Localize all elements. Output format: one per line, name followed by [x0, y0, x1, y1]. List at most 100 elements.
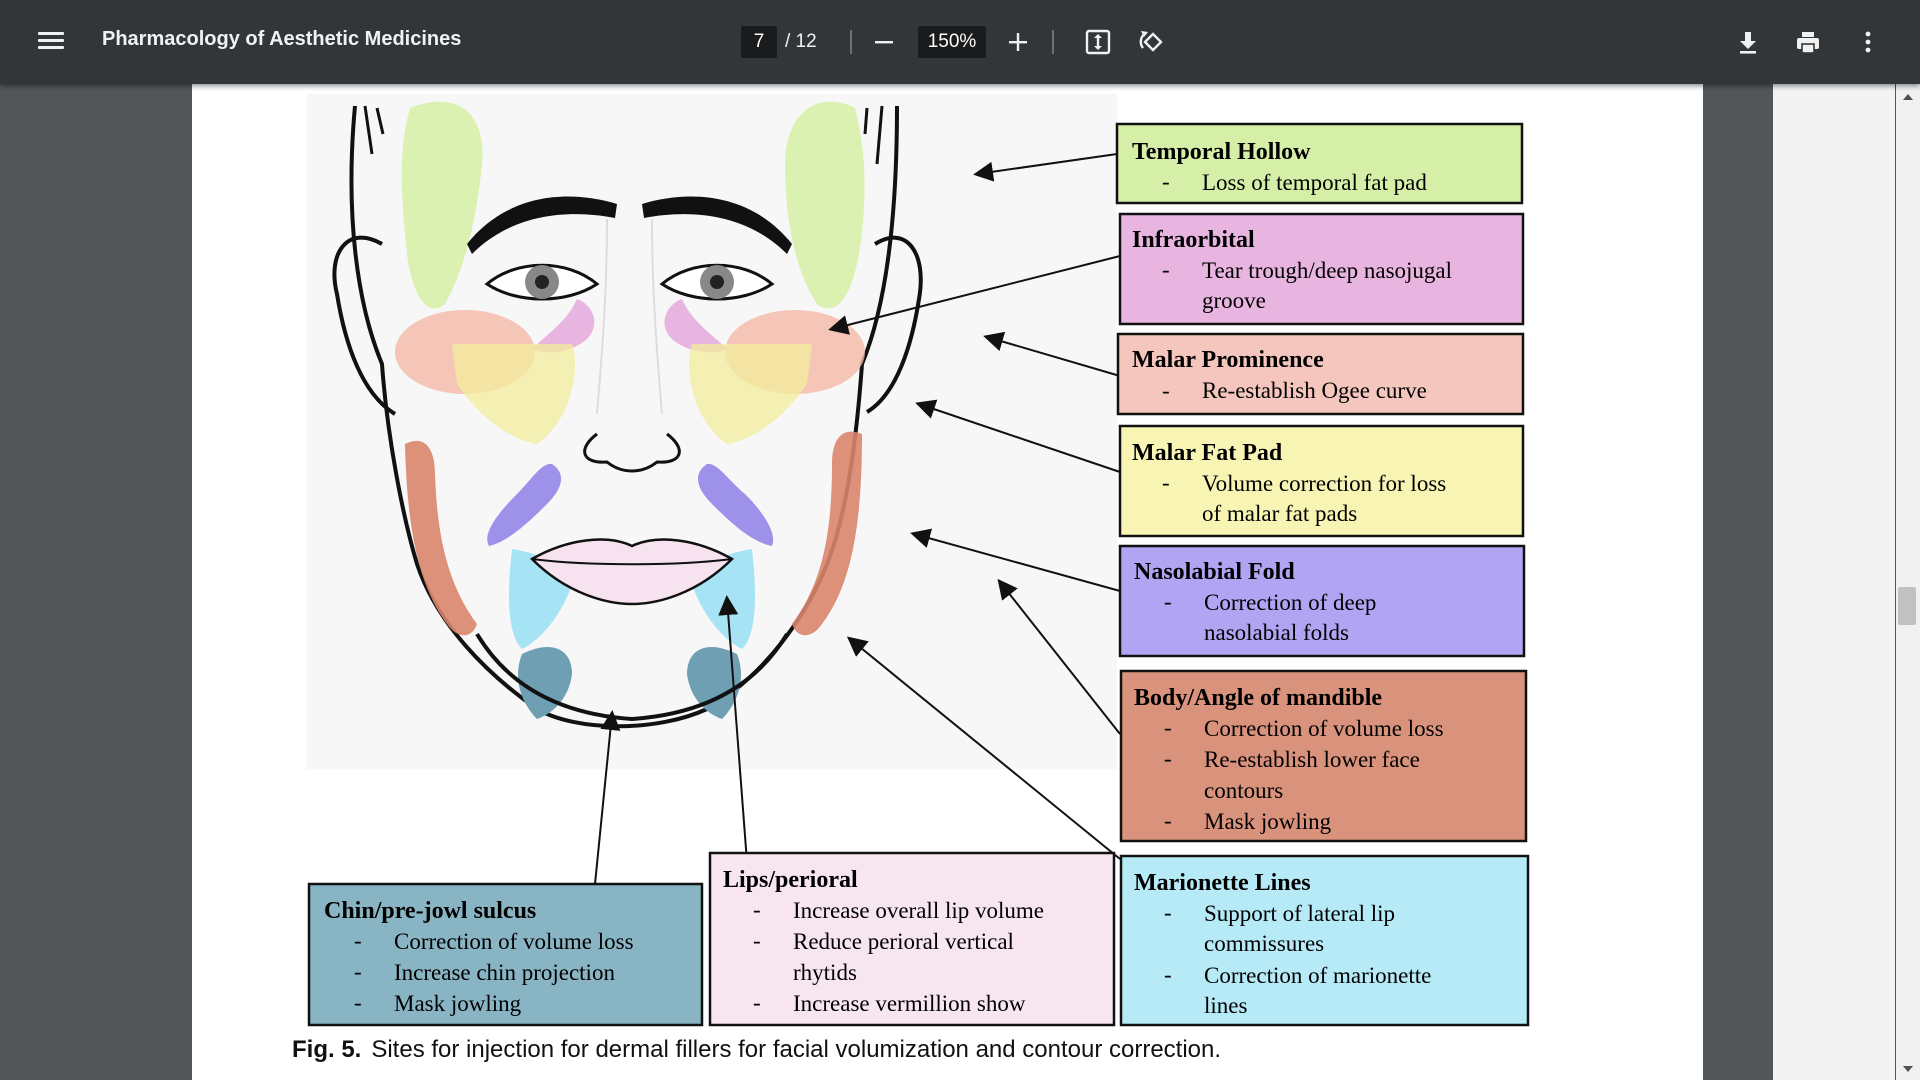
right-eyebrow: [642, 196, 792, 254]
more-vert-icon[interactable]: [1848, 22, 1888, 62]
region-malar-fatpad-right: [688, 344, 812, 444]
svg-text:of malar fat pads: of malar fat pads: [1202, 501, 1357, 526]
callout-lips: Lips/perioral - Increase overall lip vol…: [708, 851, 1116, 1027]
svg-text:Chin/pre-jowl sulcus: Chin/pre-jowl sulcus: [324, 898, 536, 924]
svg-text:groove: groove: [1202, 288, 1266, 313]
scroll-up-arrow-icon[interactable]: [1902, 90, 1914, 102]
scroll-down-arrow-icon[interactable]: [1902, 1062, 1914, 1074]
injection-sites-figure: Temporal Hollow - Loss of temporal fat p…: [307, 94, 1727, 1034]
svg-text:-: -: [354, 990, 362, 1015]
svg-text:Malar Prominence: Malar Prominence: [1132, 347, 1324, 373]
menu-icon[interactable]: [34, 28, 68, 56]
left-eyebrow: [467, 196, 617, 254]
figure-caption: Fig. 5. Sites for injection for dermal fi…: [292, 1036, 1221, 1064]
svg-text:Correction of volume loss: Correction of volume loss: [1204, 716, 1444, 741]
callout-malar-prominence: Malar Prominence - Re-establish Ogee cur…: [1116, 332, 1525, 416]
svg-text:-: -: [1164, 715, 1172, 740]
callout-marionette-lines: Marionette Lines - Support of lateral li…: [1119, 854, 1530, 1027]
vertical-scrollbar[interactable]: [1896, 84, 1920, 1080]
toolbar-divider: [1052, 30, 1054, 54]
fit-page-icon[interactable]: [1078, 22, 1118, 62]
svg-text:Body/Angle of mandible: Body/Angle of mandible: [1134, 685, 1382, 711]
svg-text:Correction of deep: Correction of deep: [1204, 590, 1376, 615]
face-diagram: Temporal Hollow - Loss of temporal fat p…: [307, 94, 1530, 1027]
rotate-icon[interactable]: [1132, 22, 1172, 62]
region-malar-fatpad-left: [452, 344, 576, 444]
page-total: / 12: [785, 31, 817, 52]
svg-text:contours: contours: [1204, 778, 1283, 803]
svg-text:rhytids: rhytids: [793, 960, 857, 985]
svg-text:Infraorbital: Infraorbital: [1132, 227, 1255, 253]
callout-malar-fat-pad: Malar Fat Pad - Volume correction for lo…: [1118, 424, 1525, 538]
svg-text:-: -: [1162, 378, 1170, 403]
svg-text:lines: lines: [1204, 993, 1247, 1018]
left-ear: [332, 235, 397, 416]
callout-mandible: Body/Angle of mandible - Correction of v…: [1119, 669, 1528, 843]
svg-text:-: -: [1164, 746, 1172, 771]
print-icon[interactable]: [1788, 22, 1828, 62]
svg-text:Support of lateral lip: Support of lateral lip: [1204, 901, 1395, 926]
zoom-out-icon[interactable]: [864, 22, 904, 62]
callout-arrows: [593, 153, 1121, 895]
pdf-page: Temporal Hollow - Loss of temporal fat p…: [192, 84, 1895, 1080]
callout-nasolabial-fold: Nasolabial Fold - Correction of deep nas…: [1118, 544, 1526, 658]
region-nasolabial-left: [487, 463, 562, 546]
svg-text:Mask jowling: Mask jowling: [394, 991, 522, 1016]
svg-text:-: -: [1162, 470, 1170, 495]
svg-text:-: -: [753, 897, 761, 922]
right-ear: [865, 235, 923, 414]
figure-caption-text: Sites for injection for dermal fillers f…: [371, 1036, 1222, 1063]
zoom-in-icon[interactable]: [998, 22, 1038, 62]
callout-temporal-hollow: Temporal Hollow - Loss of temporal fat p…: [1115, 122, 1524, 205]
svg-text:Reduce perioral vertical: Reduce perioral vertical: [793, 929, 1014, 954]
page-margin: [1773, 84, 1895, 1080]
region-chin-left: [517, 646, 572, 719]
svg-text:Temporal Hollow: Temporal Hollow: [1132, 139, 1311, 165]
scrollbar-thumb[interactable]: [1898, 587, 1916, 625]
zoom-level-input[interactable]: 150%: [918, 26, 986, 58]
svg-text:Tear trough/deep nasojugal: Tear trough/deep nasojugal: [1202, 258, 1452, 283]
svg-text:Lips/perioral: Lips/perioral: [723, 867, 858, 893]
hair-right: [863, 105, 884, 165]
region-mandible-right: [792, 431, 862, 636]
figure-caption-label: Fig. 5.: [292, 1036, 362, 1063]
document-viewport[interactable]: Temporal Hollow - Loss of temporal fat p…: [0, 84, 1920, 1080]
svg-text:Nasolabial Fold: Nasolabial Fold: [1134, 559, 1295, 585]
svg-text:commissures: commissures: [1204, 931, 1324, 956]
svg-text:Increase overall lip volume: Increase overall lip volume: [793, 898, 1044, 923]
svg-text:Re-establish lower face: Re-establish lower face: [1204, 747, 1420, 772]
callout-infraorbital: Infraorbital - Tear trough/deep nasojuga…: [1118, 212, 1525, 326]
region-mandible-left: [405, 440, 477, 636]
document-title: Pharmacology of Aesthetic Medicines: [102, 28, 462, 50]
svg-text:Volume correction for loss: Volume correction for loss: [1202, 471, 1446, 496]
svg-text:Increase chin projection: Increase chin projection: [394, 960, 615, 985]
svg-text:-: -: [1162, 257, 1170, 282]
svg-text:-: -: [753, 928, 761, 953]
region-temporal-right: [785, 101, 865, 309]
svg-text:Malar Fat Pad: Malar Fat Pad: [1132, 440, 1283, 466]
callout-chin: Chin/pre-jowl sulcus - Correction of vol…: [307, 882, 704, 1027]
download-icon[interactable]: [1728, 22, 1768, 62]
region-infraorbital-right: [664, 299, 727, 353]
svg-text:Re-establish Ogee curve: Re-establish Ogee curve: [1202, 378, 1427, 403]
region-chin-right: [687, 646, 742, 719]
svg-text:Increase vermillion show: Increase vermillion show: [793, 991, 1026, 1016]
svg-text:-: -: [1164, 808, 1172, 833]
svg-text:-: -: [354, 928, 362, 953]
svg-text:-: -: [1164, 900, 1172, 925]
svg-text:-: -: [1164, 589, 1172, 614]
nose: [583, 432, 681, 473]
svg-text:-: -: [753, 990, 761, 1015]
region-temporal-left: [401, 101, 483, 309]
region-infraorbital-left: [532, 299, 595, 353]
svg-text:Mask jowling: Mask jowling: [1204, 809, 1332, 834]
svg-text:-: -: [1164, 962, 1172, 987]
svg-text:-: -: [354, 959, 362, 984]
region-nasolabial-right: [697, 463, 774, 546]
page-number-input[interactable]: 7: [741, 26, 777, 58]
svg-text:Correction of volume loss: Correction of volume loss: [394, 929, 634, 954]
svg-text:-: -: [1162, 169, 1170, 194]
svg-text:Correction of marionette: Correction of marionette: [1204, 963, 1431, 988]
pdf-toolbar: Pharmacology of Aesthetic Medicines 7 / …: [0, 0, 1920, 84]
hair-left: [363, 105, 385, 155]
